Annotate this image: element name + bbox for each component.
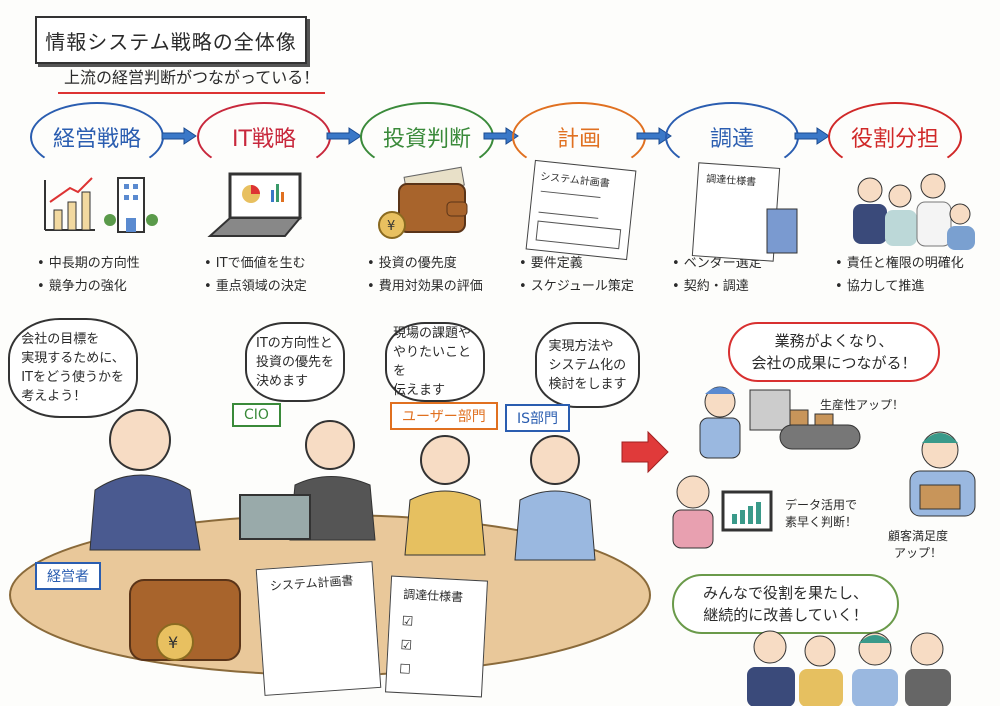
step-2: IT戦略 xyxy=(197,102,331,172)
user-dept-label: ユーザー部門 xyxy=(390,402,498,430)
procurement-spec-document-table: 調達仕様書 ☑☑☐ xyxy=(385,575,488,698)
page-title: 情報システム戦略の全体像 xyxy=(35,16,307,64)
checklist-icon: ☑☑☐ xyxy=(398,614,414,678)
result-arrow-icon xyxy=(621,430,669,474)
svg-text:¥: ¥ xyxy=(387,219,395,234)
flow-arrow-icon xyxy=(161,127,197,145)
step-bullet-item: • 中長期の方向性 xyxy=(37,256,140,271)
data-utilization-note: データ活用で 素早く判断！ xyxy=(785,498,858,529)
step-bullet-item: • 投資の優先度 xyxy=(367,256,457,271)
document-title: 調達仕様書 xyxy=(705,173,757,189)
step-bullets: • 要件定義 • スケジュール策定 xyxy=(519,252,634,298)
system-plan-document: システム計画書 xyxy=(525,159,637,261)
step-bullet-item: • ベンダー選定 xyxy=(672,256,762,271)
wallet-money-icon: ¥ xyxy=(378,166,468,239)
growth-chart-building-icon xyxy=(44,177,158,233)
laptop-dashboard-icon xyxy=(207,172,303,237)
document-title: システム計画書 xyxy=(269,573,354,594)
subtitle: 上流の経営判断がつながっている！ xyxy=(58,64,326,94)
cio-speech-bubble: ITの方向性と 投資の優先を 決めます xyxy=(245,322,345,402)
step-bullet-item: • 責任と権限の明確化 xyxy=(835,256,964,271)
customer-satisfaction-note: 顧客満足度 アップ！ xyxy=(888,529,949,560)
step-bullets: • 責任と権限の明確化 • 協力して推進 xyxy=(835,252,964,298)
cio-label: CIO xyxy=(232,403,281,427)
step-bullet-item: • 競争力の強化 xyxy=(37,279,127,294)
productivity-note: 生産性アップ！ xyxy=(820,398,905,412)
step-bullet-item: • 協力して推進 xyxy=(835,279,925,294)
step-5: 調達 xyxy=(665,102,799,172)
step-6: 役割分担 xyxy=(828,102,962,172)
woman-laptop-data-illustration xyxy=(672,475,773,549)
step-bullet-item: • 重点領域の決定 xyxy=(204,279,307,294)
is-dept-label: IS部門 xyxy=(505,404,571,432)
executive-label: 経営者 xyxy=(35,562,101,590)
step-bullets: • ITで価値を生む • 重点領域の決定 xyxy=(204,252,307,298)
svg-text:¥: ¥ xyxy=(168,633,178,652)
is-dept-speech-bubble: 実現方法や システム化の 検討をします xyxy=(535,322,640,408)
outcome-headline-bubble: 業務がよくなり、 会社の成果につながる！ xyxy=(728,322,940,382)
step-bullet-item: • ITで価値を生む xyxy=(204,256,306,271)
step-3: 投資判断 xyxy=(360,102,494,172)
step-bullet-item: • 費用対効果の評価 xyxy=(367,279,483,294)
flow-arrow-icon xyxy=(794,127,830,145)
team-members-icon xyxy=(853,173,975,250)
factory-worker-tablet-illustration xyxy=(699,386,861,459)
step-1: 経営戦略 xyxy=(30,102,164,172)
system-plan-document-table: システム計画書 xyxy=(255,561,382,696)
meeting-table-people-illustration: ¥ xyxy=(9,409,651,676)
step-4: 計画 xyxy=(512,102,646,172)
flow-arrow-icon xyxy=(326,127,362,145)
team-cheering-illustration xyxy=(747,630,951,706)
step-bullets: • ベンダー選定 • 契約・調達 xyxy=(672,252,762,298)
vendor-building-icon xyxy=(766,208,798,254)
document-title: システム計画書 xyxy=(539,171,611,190)
document-title: 調達仕様書 xyxy=(402,587,464,605)
step-bullet-item: • 契約・調達 xyxy=(672,279,749,294)
delivery-worker-thumbs-up-illustration xyxy=(909,431,976,517)
flow-arrow-icon xyxy=(636,127,672,145)
closing-message-bubble: みんなで役割を果たし、 継続的に改善していく！ xyxy=(672,574,899,634)
step-bullet-item: • スケジュール策定 xyxy=(519,279,634,294)
executive-speech-bubble: 会社の目標を 実現するために、 ITをどう使うかを 考えよう！ xyxy=(8,318,138,418)
step-bullets: • 投資の優先度 • 費用対効果の評価 xyxy=(367,252,483,298)
step-bullets: • 中長期の方向性 • 競争力の強化 xyxy=(37,252,140,298)
user-dept-speech-bubble: 現場の課題や やりたいことを 伝えます xyxy=(385,322,485,402)
step-bullet-item: • 要件定義 xyxy=(519,256,583,271)
